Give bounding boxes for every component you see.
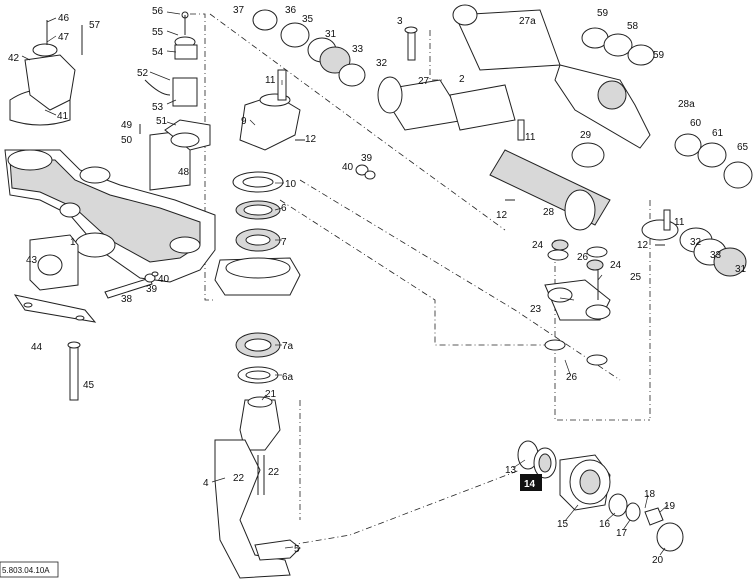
label-36: 36 <box>285 5 297 16</box>
label-50: 50 <box>121 135 133 146</box>
label-16: 16 <box>599 519 611 530</box>
shaft-rings <box>554 27 753 189</box>
label-22a: 22 <box>233 473 245 484</box>
label-29: 29 <box>580 130 592 141</box>
label-11b: 11 <box>525 132 536 143</box>
label-12a: 12 <box>305 134 317 145</box>
label-26b: 26 <box>566 372 578 383</box>
bolt-38 <box>104 271 159 299</box>
label-1: 1 <box>70 237 76 248</box>
label-41: 41 <box>57 111 69 122</box>
fasteners <box>295 26 671 246</box>
label-54: 54 <box>152 47 164 58</box>
label-18: 18 <box>644 489 656 500</box>
label-37: 37 <box>233 5 245 16</box>
label-6: 6 <box>281 203 287 214</box>
label-27: 27 <box>418 76 430 87</box>
label-57: 57 <box>89 20 101 31</box>
highlighted-label-box <box>520 474 542 491</box>
label-60: 60 <box>690 118 702 129</box>
label-21: 21 <box>265 389 277 400</box>
leader-lines <box>21 11 669 556</box>
label-43: 43 <box>26 255 38 266</box>
label-40b: 40 <box>342 162 354 173</box>
label-44: 44 <box>31 342 43 353</box>
label-17: 17 <box>616 528 628 539</box>
label-4: 4 <box>203 478 209 489</box>
label-39a: 39 <box>146 284 158 295</box>
label-28a: 28a <box>678 99 695 110</box>
seal-rings <box>252 9 747 277</box>
label-58: 58 <box>627 21 639 32</box>
label-23: 23 <box>530 304 542 315</box>
label-24a: 24 <box>532 240 544 251</box>
label-55: 55 <box>152 27 164 38</box>
label-26a: 26 <box>577 252 589 263</box>
steering-knuckle <box>214 396 301 579</box>
label-11c: 11 <box>674 217 685 228</box>
label-3: 3 <box>397 16 403 27</box>
label-31b: 31 <box>735 264 747 275</box>
label-12b: 12 <box>496 210 508 221</box>
sensor-bracket-assembly <box>139 11 211 191</box>
label-52: 52 <box>137 68 149 79</box>
label-15: 15 <box>557 519 569 530</box>
label-10: 10 <box>285 179 297 190</box>
alignment-guides <box>190 13 651 546</box>
axle-beam <box>4 149 216 283</box>
label-19: 19 <box>664 501 676 512</box>
spring-block <box>13 234 97 401</box>
label-48: 48 <box>178 167 190 178</box>
label-20: 20 <box>652 555 664 566</box>
label-59a: 59 <box>597 8 609 19</box>
wheel-hub <box>517 440 684 552</box>
label-42: 42 <box>8 53 20 64</box>
label-7a: 7a <box>282 341 294 352</box>
axle-end-housing <box>214 257 301 296</box>
part-labels: 1 2 3 4 5 6 6a 7 7a 9 10 11 11 11 12 12 … <box>8 5 749 566</box>
label-9: 9 <box>241 116 247 127</box>
label-53: 53 <box>152 102 164 113</box>
label-32a: 32 <box>376 58 388 69</box>
reference-code: 5.803.04.10A <box>2 566 50 575</box>
label-51: 51 <box>156 116 168 127</box>
label-28: 28 <box>543 207 555 218</box>
tie-rod-arm <box>544 239 611 366</box>
label-46: 46 <box>58 13 70 24</box>
label-2: 2 <box>459 74 465 85</box>
label-7: 7 <box>281 237 287 248</box>
label-11a: 11 <box>265 75 276 86</box>
label-32b: 32 <box>690 237 702 248</box>
label-12c: 12 <box>637 240 649 251</box>
label-31a: 31 <box>325 29 337 40</box>
bearing-cap-assembly <box>9 20 83 126</box>
label-14-highlighted: 14 <box>524 479 536 490</box>
label-27a: 27a <box>519 16 536 27</box>
label-5: 5 <box>294 544 300 555</box>
steering-cylinder <box>377 4 679 241</box>
label-56: 56 <box>152 6 164 17</box>
label-33a: 33 <box>352 44 364 55</box>
label-24b: 24 <box>610 260 622 271</box>
label-25: 25 <box>630 272 642 283</box>
label-61: 61 <box>712 128 724 139</box>
label-49: 49 <box>121 120 133 131</box>
reference-code-caption: 5.803.04.10A <box>0 561 59 578</box>
label-33b: 33 <box>710 250 722 261</box>
label-6a: 6a <box>282 372 294 383</box>
label-13: 13 <box>505 465 517 476</box>
label-65: 65 <box>737 142 749 153</box>
label-47: 47 <box>58 32 70 43</box>
label-22b: 22 <box>268 467 280 478</box>
label-40a: 40 <box>158 274 170 285</box>
label-59b: 59 <box>653 50 665 61</box>
label-35: 35 <box>302 14 314 25</box>
label-39b: 39 <box>361 153 373 164</box>
label-38: 38 <box>121 294 133 305</box>
label-45: 45 <box>83 380 95 391</box>
